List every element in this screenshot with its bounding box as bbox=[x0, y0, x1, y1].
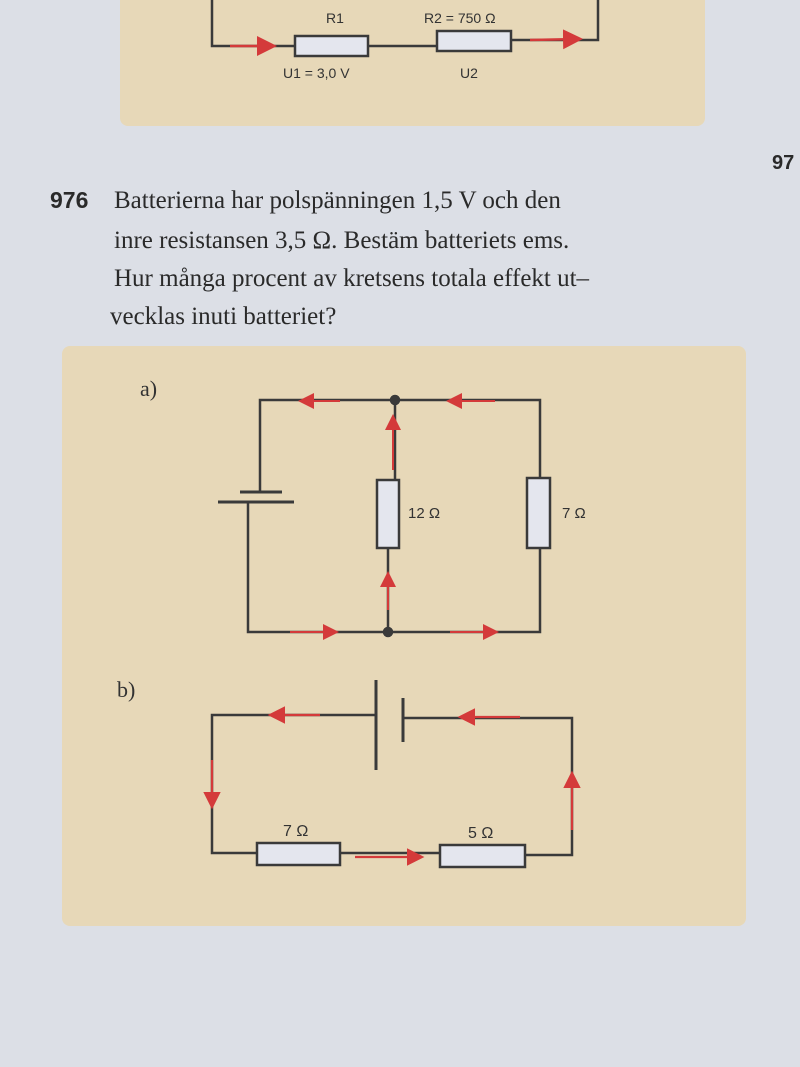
circuit-b bbox=[203, 680, 581, 869]
circuit-b-label: b) bbox=[117, 677, 136, 702]
circuit-a-7-ohm-label: 7 Ω bbox=[562, 505, 586, 522]
u1-label: U1 = 3,0 V bbox=[283, 65, 350, 81]
circuit-a-12-ohm-label: 12 Ω bbox=[408, 505, 441, 522]
circuit-b-7-ohm-label: 7 Ω bbox=[283, 823, 309, 840]
adjacent-problem-number: 97 bbox=[772, 152, 795, 174]
circuit-b-5-ohm-label: 5 Ω bbox=[468, 825, 494, 842]
problem-line-2: inre resistansen 3,5 Ω. Bestäm batteriet… bbox=[114, 227, 570, 254]
problem-line-3: Hur många procent av kretsens totala eff… bbox=[114, 265, 590, 292]
circuit-a bbox=[218, 393, 552, 640]
top-circuit bbox=[210, 0, 600, 58]
circuit-a-label: a) bbox=[140, 376, 158, 401]
problem-line-4: vecklas inuti batteriet? bbox=[110, 303, 337, 330]
problem-number: 976 bbox=[50, 187, 89, 213]
u2-label: U2 bbox=[460, 65, 478, 81]
problem-line-1: Batterierna har polspänningen 1,5 V och … bbox=[114, 187, 561, 214]
top-figure-panel bbox=[120, 0, 705, 126]
r2-label: R2 = 750 Ω bbox=[424, 10, 496, 26]
r1-label: R1 bbox=[326, 10, 344, 26]
circuit-figure-panel bbox=[62, 346, 746, 926]
